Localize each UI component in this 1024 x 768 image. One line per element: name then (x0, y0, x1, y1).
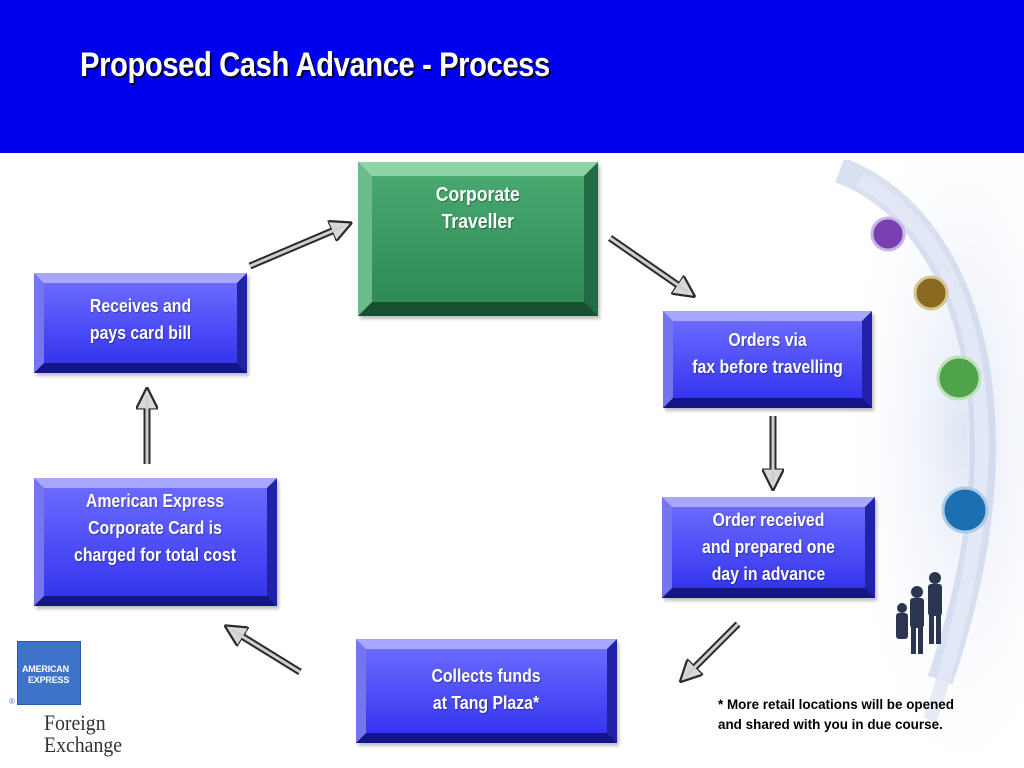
collects-funds-label: Collects funds at Tang Plaza* (431, 666, 542, 713)
american-express-charge-label: American Express Corporate Card is charg… (74, 491, 237, 565)
american-express-logo: AMERICAN EXPRESS (17, 641, 81, 705)
header-bar: Proposed Cash Advance - Process (0, 0, 1024, 153)
corporate-traveller-label: Corporate Traveller (435, 184, 521, 233)
purple-orb-icon (870, 216, 906, 252)
footnote: * More retail locations will be opened a… (718, 696, 954, 732)
american-express-charge-box: American Express Corporate Card is charg… (34, 478, 277, 606)
gold-orb-icon (913, 275, 949, 311)
green-orb-icon (936, 355, 982, 401)
page-title: Proposed Cash Advance - Process (80, 46, 550, 84)
business-people-icon (896, 572, 942, 654)
orders-via-fax-label: Orders via fax before travelling (692, 330, 843, 377)
logo-line-1: AMERICAN (22, 664, 69, 674)
foreign-exchange-label: Foreign Exchange (44, 710, 123, 757)
decorative-globe-graphic (820, 160, 1024, 768)
logo-line-2: EXPRESS (28, 675, 70, 685)
receives-and-pays-box: Receives and pays card bill (34, 273, 247, 373)
collects-funds-box: Collects funds at Tang Plaza* (356, 639, 617, 743)
receives-and-pays-label: Receives and pays card bill (89, 296, 192, 343)
corporate-traveller-box: Corporate Traveller (358, 162, 598, 316)
orders-via-fax-box: Orders via fax before travelling (663, 311, 872, 408)
order-received-box: Order received and prepared one day in a… (662, 497, 875, 598)
order-received-label: Order received and prepared one day in a… (702, 510, 835, 584)
blue-orb-icon (941, 486, 989, 534)
registered-mark: ® (9, 697, 15, 706)
